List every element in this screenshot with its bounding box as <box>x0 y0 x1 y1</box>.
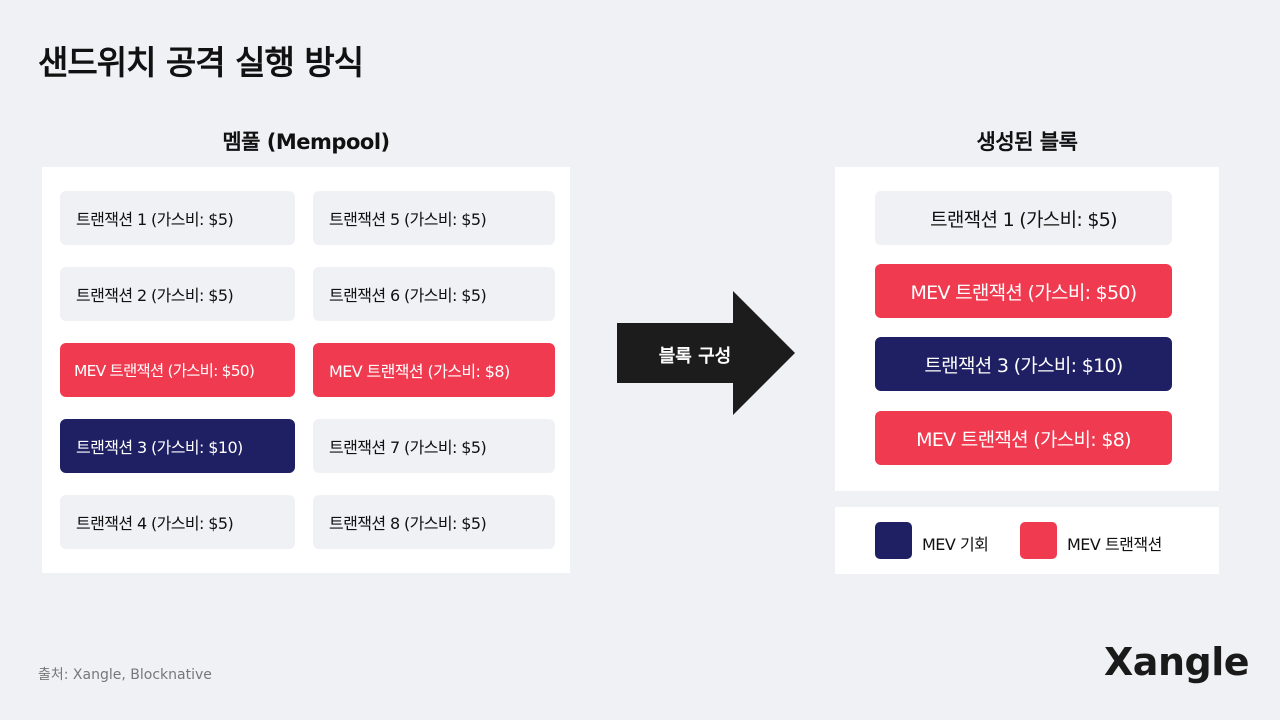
legend-panel: MEV 기회 MEV 트랜잭션 <box>835 507 1219 574</box>
legend-swatch-mev-opportunity <box>875 522 912 559</box>
xangle-logo: Xangle <box>1104 640 1250 684</box>
mempool-tx-8: 트랜잭션 8 (가스비: $5) <box>313 495 555 549</box>
legend-swatch-mev-transaction <box>1020 522 1057 559</box>
page-title: 샌드위치 공격 실행 방식 <box>38 43 364 82</box>
block-mev-tx-50: MEV 트랜잭션 (가스비: $50) <box>875 264 1172 318</box>
mempool-tx-3: 트랜잭션 3 (가스비: $10) <box>60 419 295 473</box>
arrow-label: 블록 구성 <box>658 346 732 367</box>
block-mev-tx-8: MEV 트랜잭션 (가스비: $8) <box>875 411 1172 465</box>
block-panel: 트랜잭션 1 (가스비: $5) MEV 트랜잭션 (가스비: $50) 트랜잭… <box>835 167 1219 491</box>
block-title: 생성된 블록 <box>976 130 1078 154</box>
legend-label-mev-opportunity: MEV 기회 <box>922 535 989 554</box>
source-note: 출처: Xangle, Blocknative <box>38 667 212 683</box>
mempool-title: 멤풀 (Mempool) <box>222 130 390 154</box>
mempool-panel: 트랜잭션 1 (가스비: $5) 트랜잭션 5 (가스비: $5) 트랜잭션 2… <box>42 167 570 573</box>
mempool-tx-2: 트랜잭션 2 (가스비: $5) <box>60 267 295 321</box>
block-tx-3: 트랜잭션 3 (가스비: $10) <box>875 337 1172 391</box>
mempool-tx-1: 트랜잭션 1 (가스비: $5) <box>60 191 295 245</box>
arrow-right-icon <box>617 291 795 415</box>
mempool-mev-tx-8: MEV 트랜잭션 (가스비: $8) <box>313 343 555 397</box>
mempool-tx-5: 트랜잭션 5 (가스비: $5) <box>313 191 555 245</box>
block-tx-1: 트랜잭션 1 (가스비: $5) <box>875 191 1172 245</box>
legend-label-mev-transaction: MEV 트랜잭션 <box>1067 535 1162 554</box>
mempool-tx-6: 트랜잭션 6 (가스비: $5) <box>313 267 555 321</box>
mempool-mev-tx-50: MEV 트랜잭션 (가스비: $50) <box>60 343 295 397</box>
mempool-tx-4: 트랜잭션 4 (가스비: $5) <box>60 495 295 549</box>
mempool-tx-7: 트랜잭션 7 (가스비: $5) <box>313 419 555 473</box>
